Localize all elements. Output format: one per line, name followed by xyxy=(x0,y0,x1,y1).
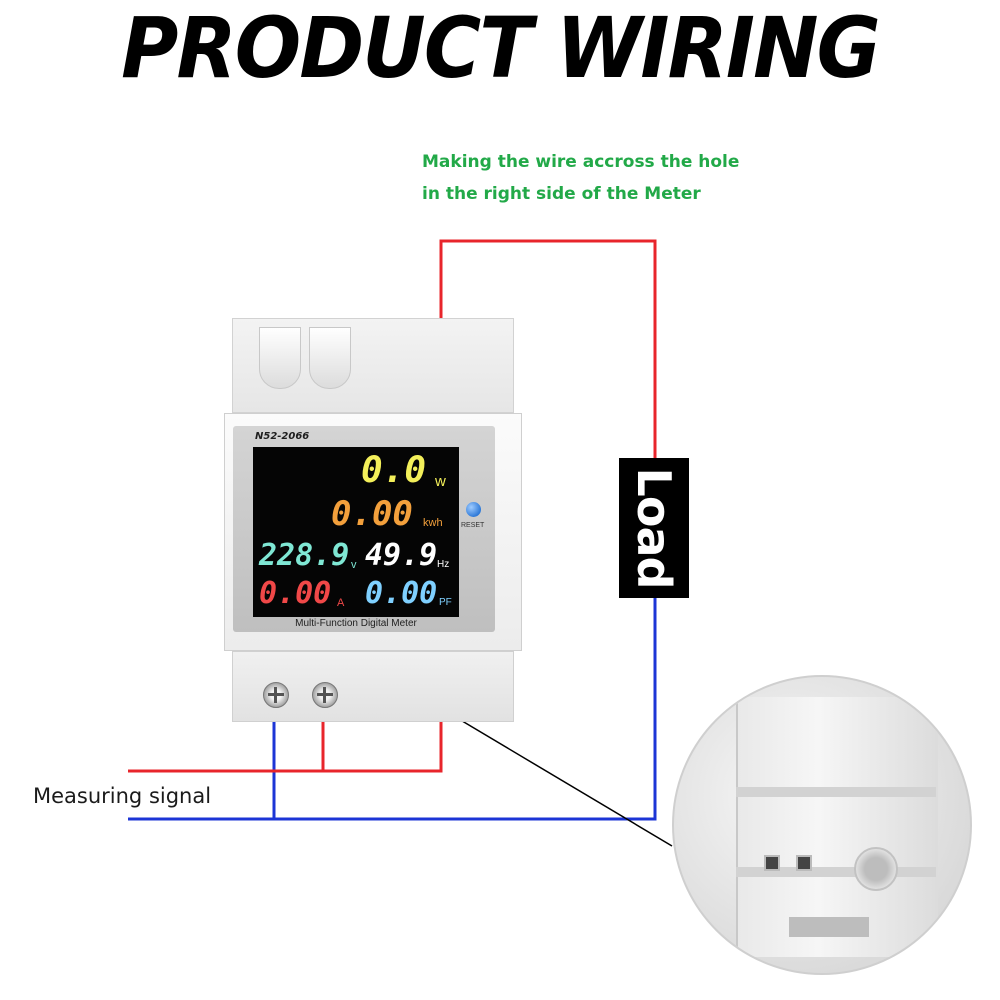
voltage-unit: v xyxy=(351,559,357,571)
live-wire-top-loop xyxy=(439,239,657,458)
neutral-wire-load xyxy=(128,598,657,821)
power-reading: 0.0 xyxy=(361,450,427,491)
meter-side-seam xyxy=(736,787,936,797)
zoom-pointer-line xyxy=(441,708,673,847)
meter-terminal-block xyxy=(232,651,514,722)
current-sensor-hole xyxy=(854,847,898,891)
energy-unit: kwh xyxy=(423,517,443,529)
side-slot xyxy=(796,855,812,871)
current-unit: A xyxy=(337,597,345,609)
frequency-unit: Hz xyxy=(437,559,450,570)
live-wire-measure xyxy=(128,722,443,773)
meter-display: 0.0 w 0.00 kwh 228.9 v 49.9 Hz 0.00 A 0.… xyxy=(253,447,459,617)
meter-top-housing xyxy=(232,318,514,413)
power-factor-reading: 0.00 xyxy=(365,576,438,611)
meter-side-seam xyxy=(736,867,936,877)
load-label: Load xyxy=(627,467,681,589)
measuring-signal-label: Measuring signal xyxy=(33,784,212,808)
current-reading: 0.00 xyxy=(259,576,332,611)
meter-side-zoom xyxy=(672,675,972,975)
wiring-note-line-2: in the right side of the Meter xyxy=(422,184,701,204)
terminal-screw-icon xyxy=(312,682,338,708)
voltage-reading: 228.9 xyxy=(259,538,350,573)
energy-reading: 0.00 xyxy=(331,494,413,534)
power-unit: w xyxy=(435,473,446,490)
meter-model-number: N52-2066 xyxy=(255,431,310,442)
din-rail-meter: N52-2066 0.0 w 0.00 kwh 228.9 v 49.9 Hz … xyxy=(224,318,522,722)
meter-caption: Multi-Function Digital Meter xyxy=(295,618,417,629)
load-box: Load xyxy=(619,458,689,598)
wiring-note-line-1: Making the wire accross the hole xyxy=(422,152,740,172)
power-factor-unit: PF xyxy=(439,597,452,608)
meter-clip-tab xyxy=(309,327,351,389)
terminal-screw-icon xyxy=(263,682,289,708)
meter-clip-tab xyxy=(259,327,301,389)
reset-button[interactable] xyxy=(466,502,481,517)
meter-side-body xyxy=(736,697,938,957)
reset-label: RESET xyxy=(461,522,485,529)
side-slot xyxy=(764,855,780,871)
din-clip xyxy=(789,917,869,937)
frequency-reading: 49.9 xyxy=(365,538,438,573)
meter-front-face: N52-2066 0.0 w 0.00 kwh 228.9 v 49.9 Hz … xyxy=(224,413,522,651)
page-title: PRODUCT WIRING xyxy=(121,0,881,97)
